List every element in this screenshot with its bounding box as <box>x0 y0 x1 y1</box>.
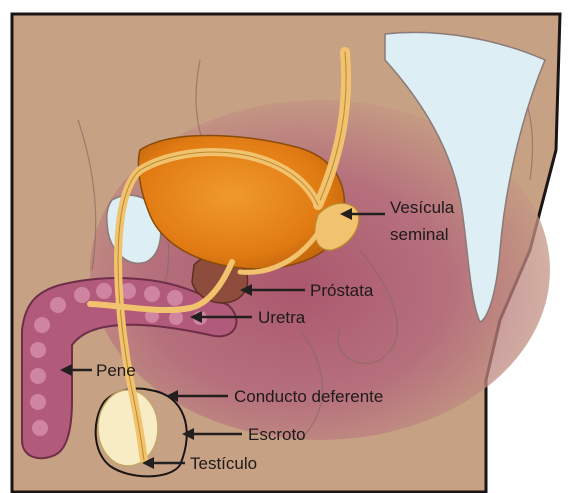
label-prostata: Próstata <box>310 281 374 300</box>
testicle <box>98 390 158 466</box>
label-uretra: Uretra <box>258 308 306 327</box>
label-pene: Pene <box>96 361 136 380</box>
label-vesicula-line2: seminal <box>390 225 449 244</box>
label-testiculo: Testículo <box>190 454 257 473</box>
label-conducto-deferente: Conducto deferente <box>234 387 383 406</box>
label-escroto: Escroto <box>248 425 306 444</box>
label-vesicula-line1: Vesícula <box>390 198 455 217</box>
